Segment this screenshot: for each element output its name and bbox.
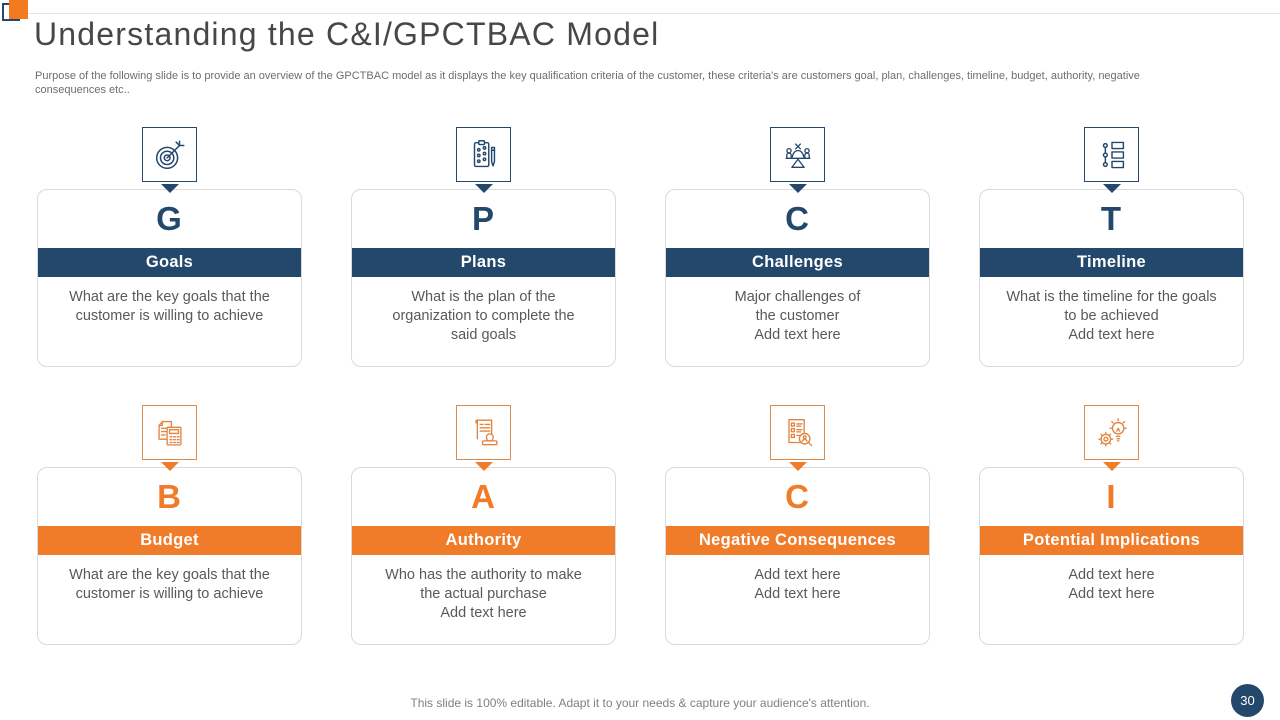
clipboard-pen-icon [456, 127, 511, 182]
card-title-banner: Negative Consequences [666, 526, 929, 555]
card-plans: P Plans What is the plan of the organiza… [351, 127, 616, 367]
card-letter: C [785, 200, 810, 237]
card-body: P Plans What is the plan of the organiza… [351, 189, 616, 367]
card-challenges: C Challenges Major challenges of the cus… [665, 127, 930, 367]
document-calculator-icon [142, 405, 197, 460]
card-description: Who has the authority to make the actual… [385, 567, 582, 621]
page-title: Understanding the C&I/GPCTBAC Model [34, 16, 660, 52]
card-description: What is the plan of the organization to … [392, 289, 575, 343]
page-subtitle: Purpose of the following slide is to pro… [35, 70, 1140, 96]
card-negative-consequences: C Negative Consequences Add text here Ad… [665, 405, 930, 645]
card-potential-implications: I Potential Implications Add text here A… [979, 405, 1244, 645]
card-body: G Goals What are the key goals that the … [37, 189, 302, 367]
card-title-banner: Plans [352, 248, 615, 277]
card-letter: B [157, 478, 182, 515]
checklist-magnifier-icon [770, 405, 825, 460]
card-authority: A Authority Who has the authority to mak… [351, 405, 616, 645]
card-letter: P [471, 200, 495, 237]
card-body: T Timeline What is the timeline for the … [979, 189, 1244, 367]
card-title-banner: Challenges [666, 248, 929, 277]
card-timeline: T Timeline What is the timeline for the … [979, 127, 1244, 367]
card-body: B Budget What are the key goals that the… [37, 467, 302, 645]
card-title-banner: Authority [352, 526, 615, 555]
decoration-orange-square [9, 0, 28, 19]
card-title-banner: Goals [38, 248, 301, 277]
header-divider-line [28, 13, 1280, 14]
card-letter: I [1106, 478, 1117, 515]
editable-note: This slide is 100% editable. Adapt it to… [410, 696, 870, 710]
card-body: A Authority Who has the authority to mak… [351, 467, 616, 645]
card-letter: A [471, 478, 496, 515]
card-description: What are the key goals that the customer… [69, 567, 270, 602]
gear-bulb-icon [1084, 405, 1139, 460]
document-stamp-icon [456, 405, 511, 460]
card-description: What are the key goals that the customer… [69, 289, 270, 324]
card-letter: C [785, 478, 810, 515]
chevron-down-icon [160, 184, 179, 193]
card-goals: G Goals What are the key goals that the … [37, 127, 302, 367]
chevron-down-icon [1102, 462, 1121, 471]
card-body: C Challenges Major challenges of the cus… [665, 189, 930, 367]
card-description: What is the timeline for the goals to be… [1006, 289, 1217, 343]
chevron-down-icon [788, 462, 807, 471]
card-budget: B Budget What are the key goals that the… [37, 405, 302, 645]
seesaw-people-icon [770, 127, 825, 182]
card-description: Add text here Add text here [754, 567, 841, 602]
timeline-list-icon [1084, 127, 1139, 182]
card-body: C Negative Consequences Add text here Ad… [665, 467, 930, 645]
card-letter: T [1100, 200, 1123, 237]
target-dart-icon [142, 127, 197, 182]
chevron-down-icon [788, 184, 807, 193]
page-number: 30 [1240, 693, 1255, 708]
card-title-banner: Potential Implications [980, 526, 1243, 555]
chevron-down-icon [160, 462, 179, 471]
chevron-down-icon [474, 462, 493, 471]
card-title-banner: Budget [38, 526, 301, 555]
chevron-down-icon [474, 184, 493, 193]
page-number-badge: 30 [1231, 684, 1264, 717]
card-description: Add text here Add text here [1068, 567, 1155, 602]
card-letter: G [156, 200, 183, 237]
card-body: I Potential Implications Add text here A… [979, 467, 1244, 645]
chevron-down-icon [1102, 184, 1121, 193]
card-title-banner: Timeline [980, 248, 1243, 277]
card-row-top: G Goals What are the key goals that the … [37, 127, 1244, 367]
card-description: Major challenges of the customer Add tex… [734, 289, 861, 343]
card-row-bottom: B Budget What are the key goals that the… [37, 405, 1244, 645]
